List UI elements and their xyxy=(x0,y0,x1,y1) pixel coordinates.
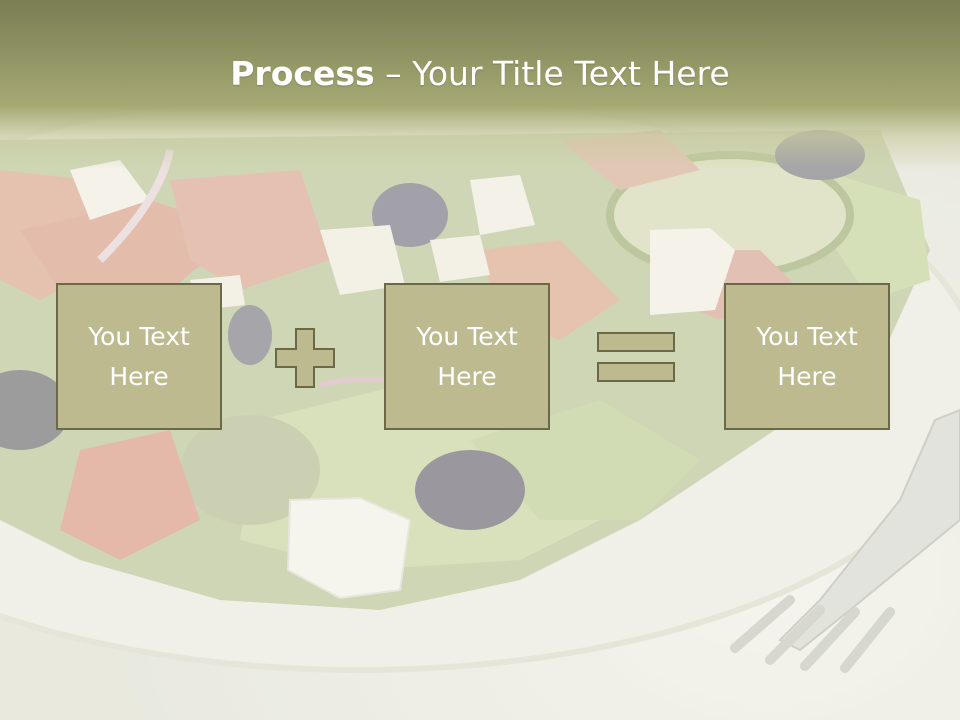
process-box-2[interactable]: You Text Here xyxy=(384,283,550,430)
equals-icon xyxy=(597,332,675,382)
process-box-2-text: You Text Here xyxy=(416,321,518,391)
process-box-1-text: You Text Here xyxy=(88,321,190,391)
slide-title[interactable]: Process – Your Title Text Here xyxy=(0,54,960,93)
title-banner xyxy=(0,0,960,170)
title-rest-part: – Your Title Text Here xyxy=(374,54,730,93)
process-box-3-text: You Text Here xyxy=(756,321,858,391)
process-box-3[interactable]: You Text Here xyxy=(724,283,890,430)
plus-icon xyxy=(275,328,335,388)
title-bold-part: Process xyxy=(230,54,375,93)
process-box-1[interactable]: You Text Here xyxy=(56,283,222,430)
